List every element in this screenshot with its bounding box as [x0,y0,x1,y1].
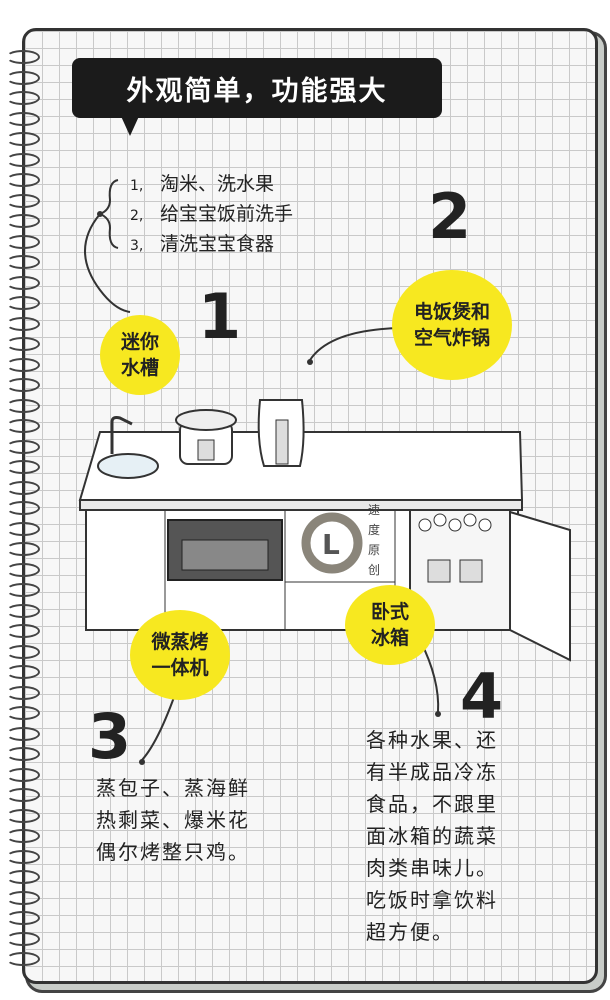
spiral-ring [6,849,40,864]
spiral-ring [6,542,40,556]
text-line: 食品，不跟里 [366,792,498,816]
spiral-ring [6,829,40,843]
spiral-ring [6,747,40,761]
spiral-ring [6,173,40,187]
spiral-ring [6,583,40,597]
spiral-ring [6,132,40,146]
spiral-ring [6,296,40,310]
sink-uses-list: 1,淘米、洗水果 2,给宝宝饭前洗手 3,清洗宝宝食器 [130,170,293,260]
text-line: 吃饭时拿饮料 [366,888,498,912]
spiral-ring [6,460,40,474]
spiral-ring [6,706,40,720]
bubble-fridge: 卧式 冰箱 [345,585,435,665]
oven-description: 蒸包子、蒸海鲜 热剩菜、爆米花 偶尔烤整只鸡。 [96,772,250,868]
spiral-ring [6,767,40,782]
text-line: 肉类串味儿。 [366,856,498,880]
list-item: 3,清洗宝宝食器 [130,233,275,255]
spiral-ring [6,644,40,659]
spiral-ring [6,193,40,208]
number-1: 1 [198,280,242,353]
spiral-ring [6,911,40,925]
list-item: 2,给宝宝饭前洗手 [130,203,294,225]
number-3: 3 [88,700,132,773]
spiral-ring [6,152,40,167]
bubble-oven: 微蒸烤 一体机 [130,610,230,700]
text-line: 面冰箱的蔬菜 [366,824,498,848]
list-item: 1,淘米、洗水果 [130,173,275,195]
spiral-ring [6,111,40,126]
spiral-ring [6,931,40,946]
fridge-description: 各种水果、还 有半成品冷冻 食品，不跟里 面冰箱的蔬菜 肉类串味儿。 吃饭时拿饮… [366,724,498,948]
spiral-ring [6,357,40,372]
text-line: 各种水果、还 [366,728,498,752]
spiral-ring [6,562,40,577]
spiral-ring [6,214,40,228]
spiral-ring [6,788,40,802]
logo-letter: L [322,528,340,561]
spiral-ring [6,316,40,331]
spiral-ring [6,624,40,638]
spiral-ring [6,419,40,433]
bubble-cooker: 电饭煲和 空气炸锅 [392,270,512,380]
spiral-ring [6,952,40,966]
spiral-ring [6,480,40,495]
spiral-ring [6,890,40,905]
spiral-ring [6,378,40,392]
text-line: 偶尔烤整只鸡。 [96,840,250,864]
spiral-ring [6,808,40,823]
spiral-ring [6,255,40,269]
spiral-ring [6,70,40,85]
number-2: 2 [428,180,472,253]
text-line: 超方便。 [366,920,454,944]
page-title: 外观简单，功能强大 [72,58,442,118]
spiral-ring [6,685,40,700]
spiral-ring [6,603,40,618]
spiral-ring [6,501,40,515]
spiral-ring [6,398,40,413]
spiral-ring [6,439,40,454]
number-4: 4 [460,660,504,733]
spiral-ring [6,275,40,290]
text-line: 有半成品冷冻 [366,760,498,784]
spiral-ring [6,337,40,351]
spiral-ring [6,870,40,884]
spiral-ring [6,726,40,741]
text-line: 热剩菜、爆米花 [96,808,250,832]
spiral-ring [6,665,40,679]
spiral-ring [6,521,40,536]
logo-side-text: 速度原创 [368,503,381,577]
spiral-ring [6,50,40,64]
bubble-sink: 迷你 水槽 [100,315,180,395]
spiral-ring [6,91,40,105]
spiral-ring [6,234,40,249]
title-bubble-tail [120,114,140,136]
text-line: 蒸包子、蒸海鲜 [96,776,250,800]
